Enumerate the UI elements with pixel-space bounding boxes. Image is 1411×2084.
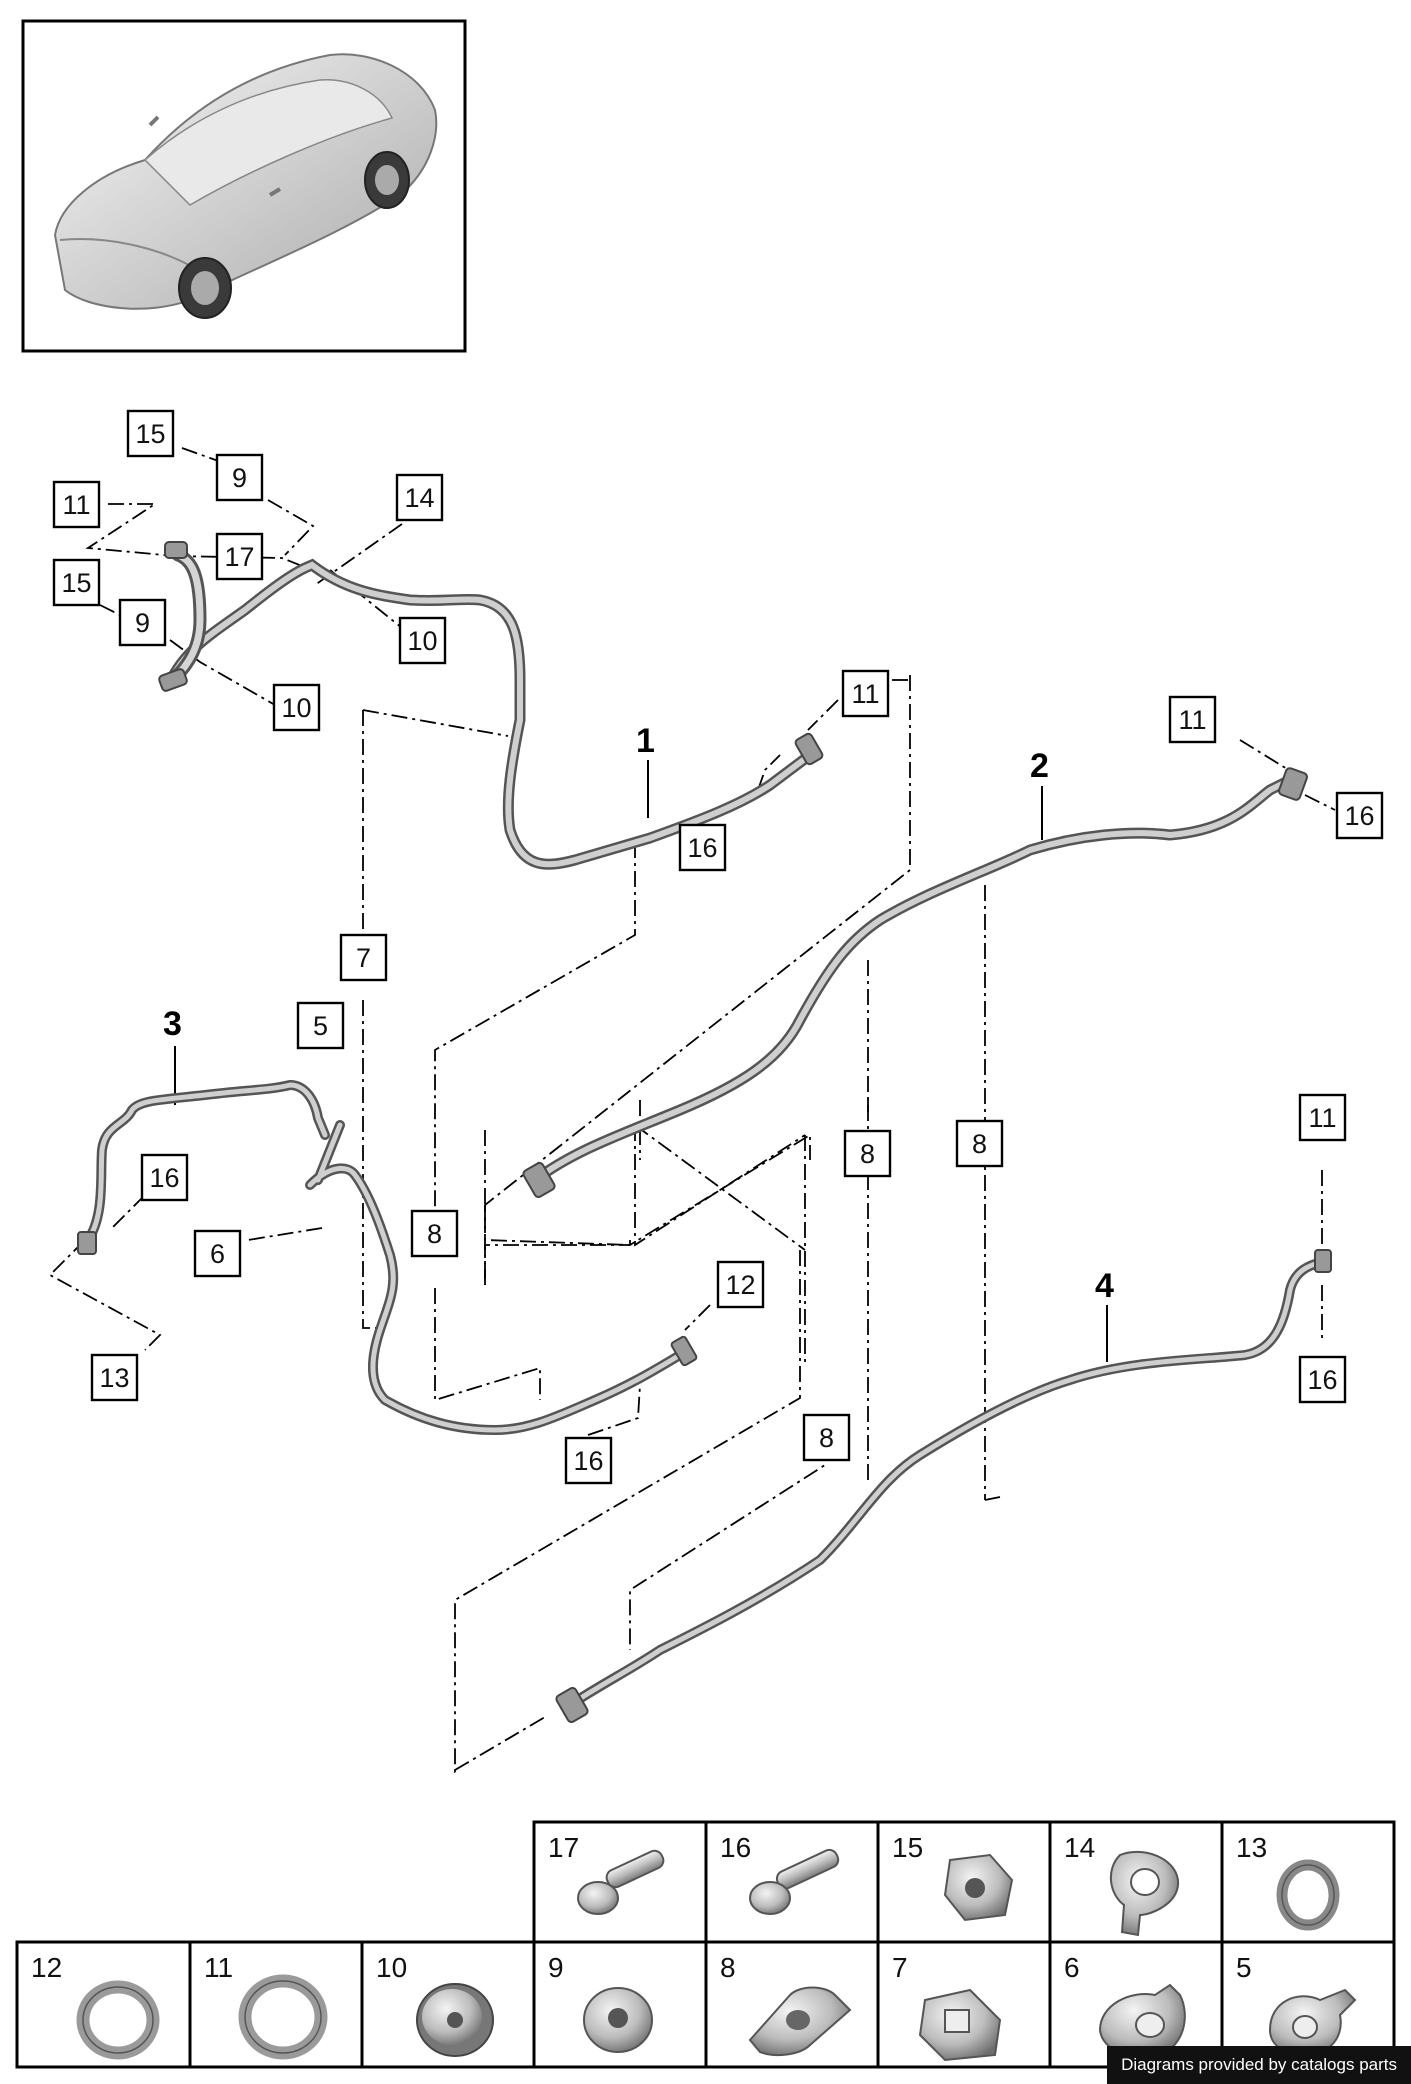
svg-text:15: 15 <box>61 568 91 598</box>
legend-number: 15 <box>892 1832 923 1863</box>
callout-box[interactable]: 15 <box>52 558 101 607</box>
grommet-icon <box>416 1983 494 2057</box>
assembly-1: 1 <box>636 722 655 760</box>
callout-box[interactable]: 16 <box>678 823 727 872</box>
callout-box[interactable]: 5 <box>296 1001 345 1050</box>
legend-number: 16 <box>720 1832 751 1863</box>
bolt-icon <box>749 1848 840 1915</box>
legend-number: 14 <box>1064 1832 1095 1863</box>
legend-number: 17 <box>548 1832 579 1863</box>
svg-text:6: 6 <box>210 1239 225 1269</box>
callout-box[interactable]: 6 <box>193 1229 242 1278</box>
svg-text:9: 9 <box>135 608 150 638</box>
callout-box[interactable]: 13 <box>90 1353 139 1402</box>
bolt-icon <box>577 1849 665 1915</box>
callout-box[interactable]: 16 <box>1335 791 1384 840</box>
assembly-2: 2 <box>1030 747 1049 785</box>
callout-box[interactable]: 11 <box>841 669 890 718</box>
callout-boxes: 15 9 11 17 14 15 9 10 10 11 16 11 16 7 5… <box>52 409 1384 1485</box>
callout-box[interactable]: 8 <box>843 1129 892 1178</box>
o-ring-icon <box>238 1974 328 2060</box>
svg-text:13: 13 <box>99 1363 129 1393</box>
o-ring-icon <box>1276 1859 1340 1931</box>
assembly-4: 4 <box>1095 1267 1114 1305</box>
svg-text:16: 16 <box>1307 1365 1337 1395</box>
callout-box[interactable]: 16 <box>1298 1355 1347 1404</box>
legend-number: 9 <box>548 1952 564 1983</box>
callout-box[interactable]: 10 <box>272 683 321 732</box>
svg-text:14: 14 <box>404 483 434 513</box>
callout-box[interactable]: 11 <box>52 480 101 529</box>
svg-text:8: 8 <box>972 1129 987 1159</box>
callout-box[interactable]: 16 <box>564 1436 613 1485</box>
clamp-icon <box>1109 1850 1180 1937</box>
legend-number: 12 <box>31 1952 62 1983</box>
svg-text:16: 16 <box>573 1446 603 1476</box>
callout-box[interactable]: 8 <box>955 1119 1004 1168</box>
hose-clamp-icon <box>1268 1988 1357 2057</box>
svg-text:11: 11 <box>62 490 90 520</box>
callout-box[interactable]: 9 <box>215 453 264 502</box>
svg-text:5: 5 <box>313 1011 328 1041</box>
callout-box[interactable]: 14 <box>395 473 444 522</box>
assembly-leaders <box>174 760 1108 1362</box>
legend-number: 11 <box>204 1952 233 1983</box>
svg-text:11: 11 <box>1308 1103 1336 1133</box>
o-ring-icon <box>76 1980 160 2060</box>
callout-box[interactable]: 17 <box>215 532 264 581</box>
svg-text:10: 10 <box>407 626 437 656</box>
svg-text:17: 17 <box>224 542 254 572</box>
legend-number: 13 <box>1236 1832 1267 1863</box>
nut-icon <box>943 1853 1014 1922</box>
svg-text:8: 8 <box>860 1139 875 1169</box>
callout-box[interactable]: 12 <box>716 1260 765 1309</box>
grommet-icon <box>583 1987 653 2053</box>
callout-box[interactable]: 15 <box>126 409 175 458</box>
legend-number: 5 <box>1236 1952 1252 1983</box>
callout-box[interactable]: 8 <box>410 1209 459 1258</box>
svg-text:16: 16 <box>1344 801 1374 831</box>
diagram-credit: Diagrams provided by catalogs parts <box>1107 2046 1411 2084</box>
callout-box[interactable]: 16 <box>140 1153 189 1202</box>
callout-box[interactable]: 9 <box>118 598 167 647</box>
legend-number: 7 <box>892 1952 908 1983</box>
callout-box[interactable]: 7 <box>339 933 388 982</box>
svg-text:15: 15 <box>135 419 165 449</box>
pipe-holder-icon <box>748 1986 852 2057</box>
pipes <box>77 541 1332 1724</box>
vehicle-thumbnail <box>21 19 467 353</box>
callout-box[interactable]: 8 <box>802 1413 851 1462</box>
callout-box[interactable]: 11 <box>1168 695 1217 744</box>
svg-text:8: 8 <box>427 1219 442 1249</box>
legend-number: 10 <box>376 1952 407 1983</box>
car-image <box>53 53 438 319</box>
clip-icon <box>918 1988 1002 2062</box>
svg-text:11: 11 <box>1178 705 1206 735</box>
assembly-numbers: 1 2 3 4 <box>163 722 1114 1305</box>
svg-text:9: 9 <box>232 463 247 493</box>
svg-text:11: 11 <box>851 679 879 709</box>
callout-box[interactable]: 11 <box>1298 1093 1347 1142</box>
legend-number: 8 <box>720 1952 736 1983</box>
svg-text:16: 16 <box>149 1163 179 1193</box>
svg-text:10: 10 <box>281 693 311 723</box>
leader-lines <box>48 447 1336 1773</box>
callout-box[interactable]: 10 <box>398 616 447 665</box>
assembly-3: 3 <box>163 1005 182 1043</box>
legend-number: 6 <box>1064 1952 1080 1983</box>
parts-legend: 17 16 15 14 13 12 11 10 9 8 7 6 5 <box>15 1820 1396 2069</box>
svg-text:12: 12 <box>725 1270 755 1300</box>
svg-text:16: 16 <box>687 833 717 863</box>
svg-text:8: 8 <box>819 1423 834 1453</box>
pipe-1 <box>164 558 816 870</box>
svg-text:7: 7 <box>356 943 371 973</box>
